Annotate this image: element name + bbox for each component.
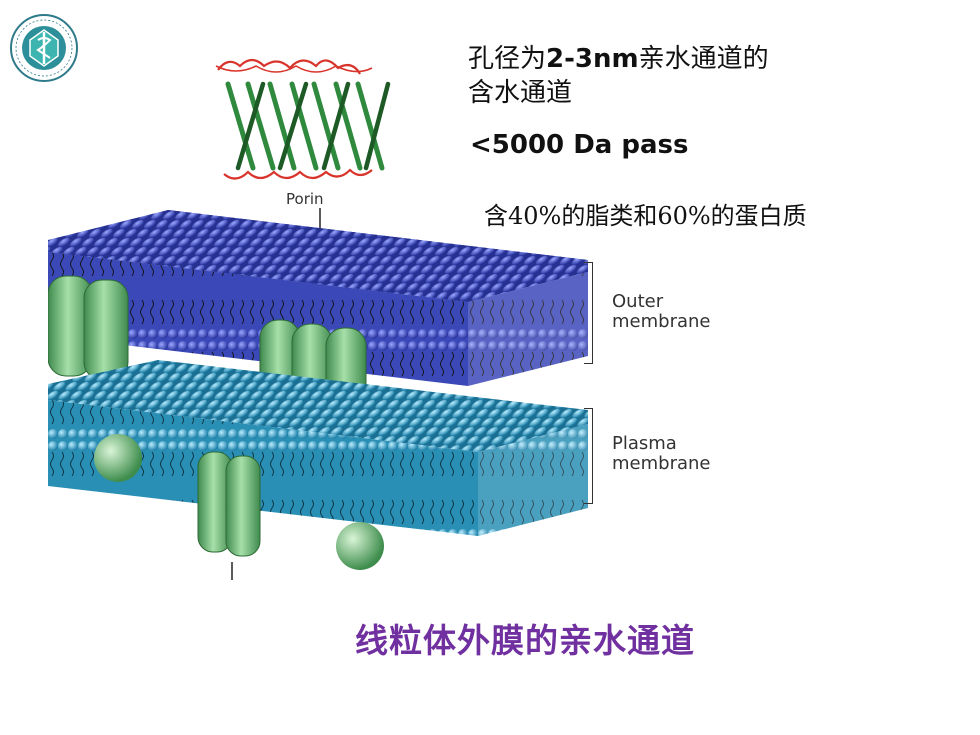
plasma-membrane-label-line1: Plasma bbox=[612, 433, 677, 454]
porin-label: Porin bbox=[286, 190, 324, 208]
outer-membrane-label: Outer membrane bbox=[612, 292, 710, 332]
outer-membrane-bracket bbox=[584, 262, 593, 364]
plasma-membrane-label-line2: membrane bbox=[612, 453, 711, 474]
outer-membrane-label-line1: Outer bbox=[612, 291, 664, 312]
plasma-membrane-label: Plasma membrane bbox=[612, 434, 710, 474]
plasma-channel bbox=[197, 451, 261, 557]
pore-size-line2: 含水通道 bbox=[468, 78, 573, 108]
pore-suffix: 亲水通道的 bbox=[638, 44, 769, 74]
pore-size-note: 孔径为2-3nm亲水通道的 含水通道 bbox=[468, 42, 769, 110]
slide-caption: 线粒体外膜的亲水通道 bbox=[355, 621, 695, 660]
university-logo bbox=[10, 14, 78, 82]
peripheral-protein bbox=[336, 522, 384, 570]
plasma-membrane-bracket bbox=[584, 408, 593, 504]
peripheral-protein bbox=[94, 434, 142, 482]
outer-membrane-block bbox=[48, 210, 588, 425]
plasma-membrane-block bbox=[48, 360, 588, 580]
pore-prefix: 孔径为 bbox=[468, 44, 547, 74]
porin-channel-left bbox=[48, 275, 129, 381]
composition-note: 含40%的脂类和60%的蛋白质 bbox=[484, 202, 807, 230]
membrane-illustration bbox=[48, 58, 588, 580]
outer-membrane-label-line2: membrane bbox=[612, 311, 711, 332]
pore-size-line1: 孔径为2-3nm亲水通道的 bbox=[468, 42, 769, 76]
pass-limit-note: <5000 Da pass bbox=[470, 130, 689, 160]
pore-size: 2-3nm bbox=[546, 44, 639, 74]
